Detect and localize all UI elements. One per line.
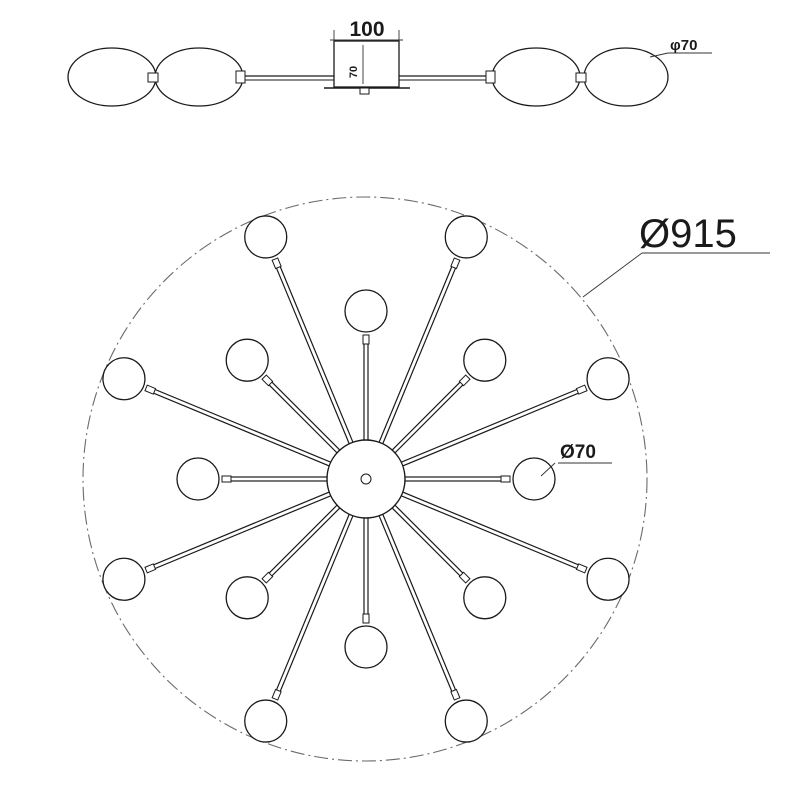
socket-3	[458, 374, 471, 387]
socket-11	[261, 571, 274, 584]
arm-10	[274, 512, 355, 696]
socket-6	[575, 563, 588, 574]
globe-15	[225, 338, 269, 382]
canopy-screw	[359, 87, 370, 95]
overall-diameter-label: Ø915	[639, 212, 737, 256]
socket-4	[575, 384, 588, 395]
globe-5	[512, 457, 556, 501]
arm-14	[149, 387, 333, 468]
arm-2	[377, 262, 458, 446]
arm-4	[399, 387, 583, 468]
socket-14	[144, 384, 157, 395]
socket-2	[450, 257, 461, 270]
side-canopy	[333, 40, 400, 88]
globe-diameter-label: Ø70	[560, 442, 596, 463]
socket-13	[221, 475, 232, 483]
globe-9	[344, 625, 388, 669]
globe-6	[586, 557, 630, 601]
arm-16	[274, 262, 355, 446]
side-globe-4	[583, 47, 669, 107]
arm-1	[363, 339, 369, 442]
arm-9	[363, 516, 369, 619]
globe-4	[586, 357, 630, 401]
globe-12	[102, 557, 146, 601]
globe-11	[225, 576, 269, 620]
arm-13	[226, 476, 329, 482]
socket-8	[450, 688, 461, 701]
side-view: 100 70 φ70	[67, 18, 712, 107]
socket-7	[458, 571, 471, 584]
globe-10	[244, 699, 288, 743]
overall-diameter-outline	[82, 196, 648, 762]
arm-8	[377, 512, 458, 696]
arm-5	[403, 476, 506, 482]
arms-group	[144, 257, 588, 701]
arm-12	[149, 490, 333, 571]
socket-16	[271, 257, 282, 270]
socket-10	[271, 688, 282, 701]
globe-16	[244, 215, 288, 259]
globe-14	[102, 357, 146, 401]
side-globe-3	[491, 47, 581, 107]
socket-12	[144, 563, 157, 574]
globe-13	[176, 457, 220, 501]
globes-group	[102, 215, 630, 743]
side-globe-2	[154, 47, 244, 107]
globe-2	[444, 215, 488, 259]
socket-9	[362, 613, 370, 624]
side-socket-4	[575, 72, 587, 83]
center-screw	[360, 473, 372, 485]
socket-1	[362, 334, 370, 345]
socket-15	[261, 374, 274, 387]
globe-1	[344, 289, 388, 333]
side-globe-1	[67, 47, 157, 107]
side-socket-2	[235, 70, 246, 84]
side-socket-3	[485, 70, 496, 84]
globe-7	[463, 576, 507, 620]
globe-8	[444, 699, 488, 743]
top-view: Ø915 Ø70	[82, 196, 770, 762]
dimension-height-label: 70	[348, 66, 360, 78]
side-globe-diameter-label: φ70	[670, 37, 697, 54]
dimension-width-label: 100	[349, 18, 384, 41]
arm-6	[399, 490, 583, 571]
side-socket-1	[147, 72, 159, 83]
socket-5	[500, 475, 511, 483]
globe-3	[463, 338, 507, 382]
